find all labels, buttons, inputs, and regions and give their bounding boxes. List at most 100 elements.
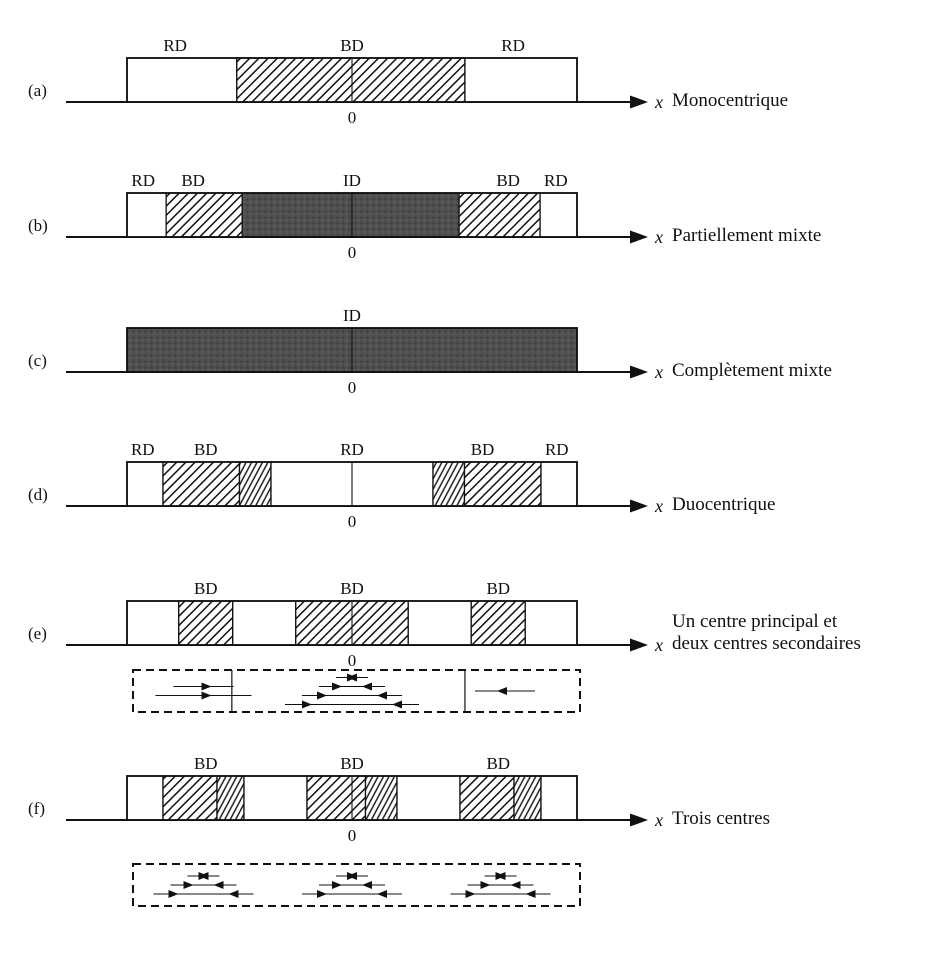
origin-label: 0 [348, 378, 357, 397]
zone-segment-RD [126, 57, 238, 103]
panel-c: x (c) 0 ID Complètement mixte [28, 306, 832, 397]
x-axis-arrow-icon [630, 813, 648, 827]
flow-box-border [132, 863, 581, 907]
zone-segment-BD2 [513, 775, 542, 821]
flow-arrow-right-icon [465, 890, 476, 898]
flow-arrow-left-icon [495, 872, 506, 880]
x-axis-label: x [654, 635, 663, 655]
x-axis-arrow-icon [630, 230, 648, 244]
zone-segment-BD [463, 461, 542, 507]
panel-letter: (e) [28, 624, 47, 643]
flow-arrow-right-icon [317, 890, 327, 898]
zone-segment-RD [396, 775, 461, 821]
zone-label: BD [181, 171, 205, 190]
zone-label: ID [343, 171, 361, 190]
zone-segment-BD2 [216, 775, 245, 821]
x-axis-arrow-icon [630, 95, 648, 109]
flow-arrow-left-icon [377, 691, 387, 700]
zone-segment-RD [126, 600, 180, 646]
flow-arrow-left-icon [510, 881, 521, 889]
x-axis-label: x [654, 362, 663, 382]
zone-segment-BD [458, 192, 541, 238]
zone-label: BD [486, 579, 510, 598]
zone-segment-RD [232, 600, 297, 646]
flow-arrow-left-icon [525, 890, 536, 898]
zone-segment-ID [241, 192, 460, 238]
zone-segment-RD [126, 461, 164, 507]
zone-label: BD [471, 440, 495, 459]
zone-label: BD [340, 36, 364, 55]
x-axis-label: x [654, 810, 663, 830]
panel-caption: Duocentrique [672, 494, 775, 515]
flow-arrow-right-icon [332, 682, 342, 691]
zone-segment-BD2 [238, 461, 272, 507]
flow-arrow-left-icon [392, 700, 402, 709]
zone-label: RD [501, 36, 525, 55]
zone-label: BD [194, 754, 218, 773]
zone-label: BD [194, 579, 218, 598]
flow-arrow-right-icon [183, 881, 194, 889]
panel-letter: (b) [28, 216, 48, 235]
zone-segment-RD [524, 600, 578, 646]
flow-arrow-left-icon [497, 687, 507, 695]
x-axis-arrow-icon [630, 638, 648, 652]
origin-label: 0 [348, 243, 357, 262]
zone-label: BD [194, 440, 218, 459]
zone-label: RD [340, 440, 364, 459]
zone-label: RD [545, 440, 569, 459]
zone-segment-BD [459, 775, 515, 821]
zone-segment-RD [126, 192, 167, 238]
origin-label: 0 [348, 108, 357, 127]
panel-caption: Un centre principal et [672, 611, 838, 632]
zone-segment-BD [162, 461, 241, 507]
x-axis-label: x [654, 227, 663, 247]
zone-segment-BD [236, 57, 466, 103]
flow-arrow-left-icon [347, 673, 357, 682]
zone-label: ID [343, 306, 361, 325]
panel-letter: (c) [28, 351, 47, 370]
commute-flow-box [132, 863, 581, 907]
flow-box-border [132, 669, 581, 713]
flow-arrow-left-icon [213, 881, 224, 889]
zone-segment-BD [162, 775, 218, 821]
zone-label: RD [131, 440, 155, 459]
panel-caption: Partiellement mixte [672, 225, 821, 246]
origin-label: 0 [348, 826, 357, 845]
flow-arrow-right-icon [302, 700, 312, 709]
flow-arrow-right-icon [201, 682, 212, 691]
zone-segment-BD [470, 600, 526, 646]
panel-caption: Complètement mixte [672, 360, 832, 381]
panel-caption: Trois centres [672, 808, 770, 829]
flow-arrow-right-icon [201, 691, 212, 700]
zone-label: RD [131, 171, 155, 190]
flow-arrow-left-icon [228, 890, 239, 898]
flow-arrow-left-icon [377, 890, 387, 898]
zone-segment-BD2 [364, 775, 398, 821]
zone-segment-BD [165, 192, 243, 238]
flow-arrow-left-icon [198, 872, 209, 880]
zone-segment-RD [464, 57, 578, 103]
panel-caption: deux centres secondaires [672, 633, 861, 654]
zone-segment-BD [178, 600, 234, 646]
x-axis-arrow-icon [630, 499, 648, 513]
zone-segment-RD [539, 192, 578, 238]
flow-arrow-right-icon [317, 691, 327, 700]
zone-label: RD [544, 171, 568, 190]
flow-arrow-left-icon [347, 872, 357, 880]
x-axis-label: x [654, 92, 663, 112]
zone-segment-RD [540, 461, 578, 507]
origin-label: 0 [348, 512, 357, 531]
zone-segment-RD [126, 775, 164, 821]
flow-arrow-right-icon [480, 881, 491, 889]
flow-arrow-right-icon [332, 881, 342, 889]
panel-letter: (d) [28, 485, 48, 504]
flow-arrow-right-icon [168, 890, 179, 898]
zone-label: BD [340, 754, 364, 773]
zone-segment-RD [540, 775, 578, 821]
